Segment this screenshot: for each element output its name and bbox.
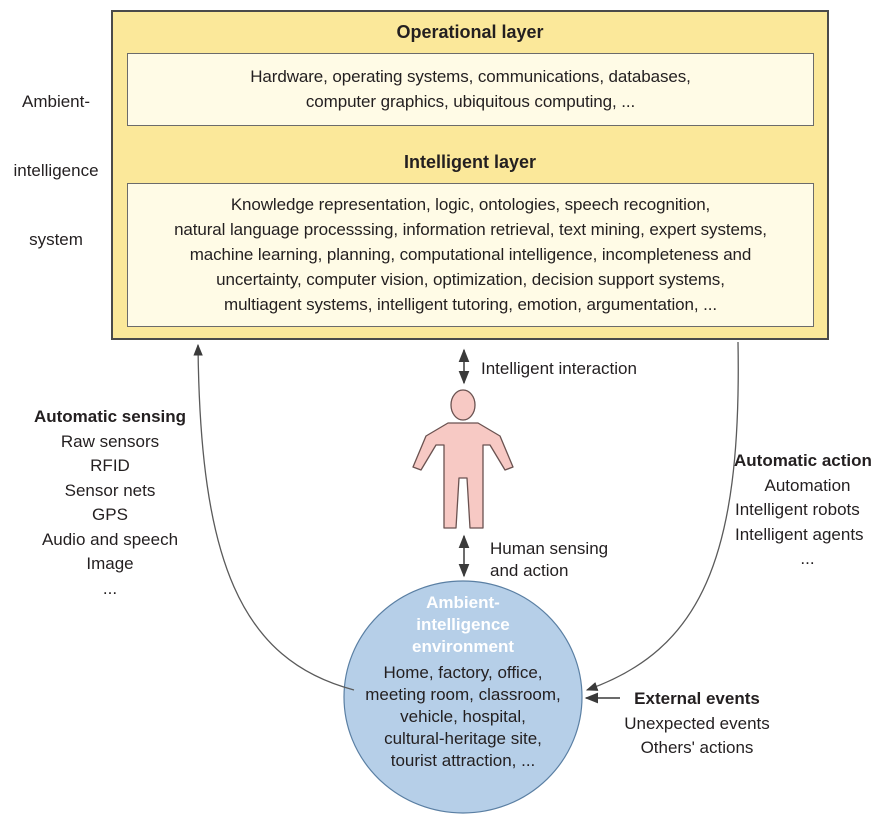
operational-layer-box: Hardware, operating systems, communicati… bbox=[127, 53, 814, 126]
sensing-item: Raw sensors bbox=[60, 431, 160, 451]
operational-line: Hardware, operating systems, communicati… bbox=[250, 67, 691, 86]
intelligent-interaction-label: Intelligent interaction bbox=[481, 359, 637, 378]
environment-examples: Home, factory, office, meeting room, cla… bbox=[330, 662, 596, 772]
sensing-item: Sensor nets bbox=[64, 480, 156, 500]
sensing-item: RFID bbox=[90, 456, 130, 475]
environment-text: Ambient- intelligence environment Home, … bbox=[330, 592, 596, 772]
action-item: Automation bbox=[764, 475, 851, 495]
intelligent-line: multiagent systems, intelligent tutoring… bbox=[224, 295, 717, 314]
automatic-action-group: Automatic action Automation Intelligent … bbox=[728, 449, 887, 572]
intelligent-line: uncertainty, computer vision, optimizati… bbox=[216, 270, 725, 289]
human-sensing-line: and action bbox=[490, 561, 569, 580]
environment-title-line: environment bbox=[411, 637, 515, 656]
environment-title: Ambient- intelligence environment bbox=[330, 592, 596, 658]
ami-system-box: Operational layer Hardware, operating sy… bbox=[111, 10, 829, 340]
external-events-title: External events bbox=[634, 689, 760, 708]
environment-title-line: intelligence bbox=[416, 615, 510, 634]
external-events-group: External events Unexpected events Others… bbox=[612, 687, 782, 761]
sensing-item: ... bbox=[102, 578, 118, 598]
system-label-line: Ambient- bbox=[21, 92, 91, 111]
automatic-sensing-arrow bbox=[193, 343, 355, 691]
system-label-line: intelligence bbox=[13, 161, 99, 180]
environment-line: cultural-heritage site, bbox=[384, 729, 542, 748]
external-events-item: Unexpected events bbox=[624, 713, 770, 733]
person-icon bbox=[412, 389, 514, 529]
system-label-line: system bbox=[29, 230, 83, 249]
intelligent-line: machine learning, planning, computationa… bbox=[189, 245, 752, 264]
sensing-item: GPS bbox=[92, 505, 128, 524]
sensing-item: Image bbox=[86, 554, 134, 573]
automatic-action-title: Automatic action bbox=[734, 451, 872, 470]
intelligent-line: natural language processsing, informatio… bbox=[174, 220, 767, 239]
operational-layer-title: Operational layer bbox=[396, 22, 544, 42]
action-item: Intelligent robots bbox=[735, 500, 860, 519]
sensing-item: Audio and speech bbox=[41, 529, 179, 549]
system-label: Ambient- intelligence system bbox=[4, 44, 108, 274]
environment-circle bbox=[343, 580, 583, 814]
environment-line: vehicle, hospital, bbox=[400, 707, 526, 726]
automatic-sensing-group: Automatic sensing Raw sensors RFID Senso… bbox=[10, 405, 210, 601]
intelligent-layer-title: Intelligent layer bbox=[403, 152, 537, 172]
automatic-action-arrow bbox=[585, 341, 739, 691]
environment-line: tourist attraction, ... bbox=[390, 751, 536, 770]
action-item: Intelligent agents bbox=[735, 524, 864, 544]
environment-line: meeting room, classroom, bbox=[365, 685, 561, 704]
automatic-sensing-title: Automatic sensing bbox=[33, 407, 187, 426]
human-sensing-label: Human sensing and action bbox=[490, 538, 608, 582]
environment-line: Home, factory, office, bbox=[383, 663, 543, 682]
human-sensing-line: Human sensing bbox=[490, 539, 609, 558]
intelligent-line: Knowledge representation, logic, ontolog… bbox=[230, 195, 711, 214]
action-item: ... bbox=[800, 549, 815, 568]
operational-line: computer graphics, ubiquitous computing,… bbox=[305, 92, 636, 111]
environment-title-line: Ambient- bbox=[426, 593, 500, 612]
intelligent-layer-box: Knowledge representation, logic, ontolog… bbox=[127, 183, 814, 327]
external-events-item: Others' actions bbox=[640, 738, 754, 757]
